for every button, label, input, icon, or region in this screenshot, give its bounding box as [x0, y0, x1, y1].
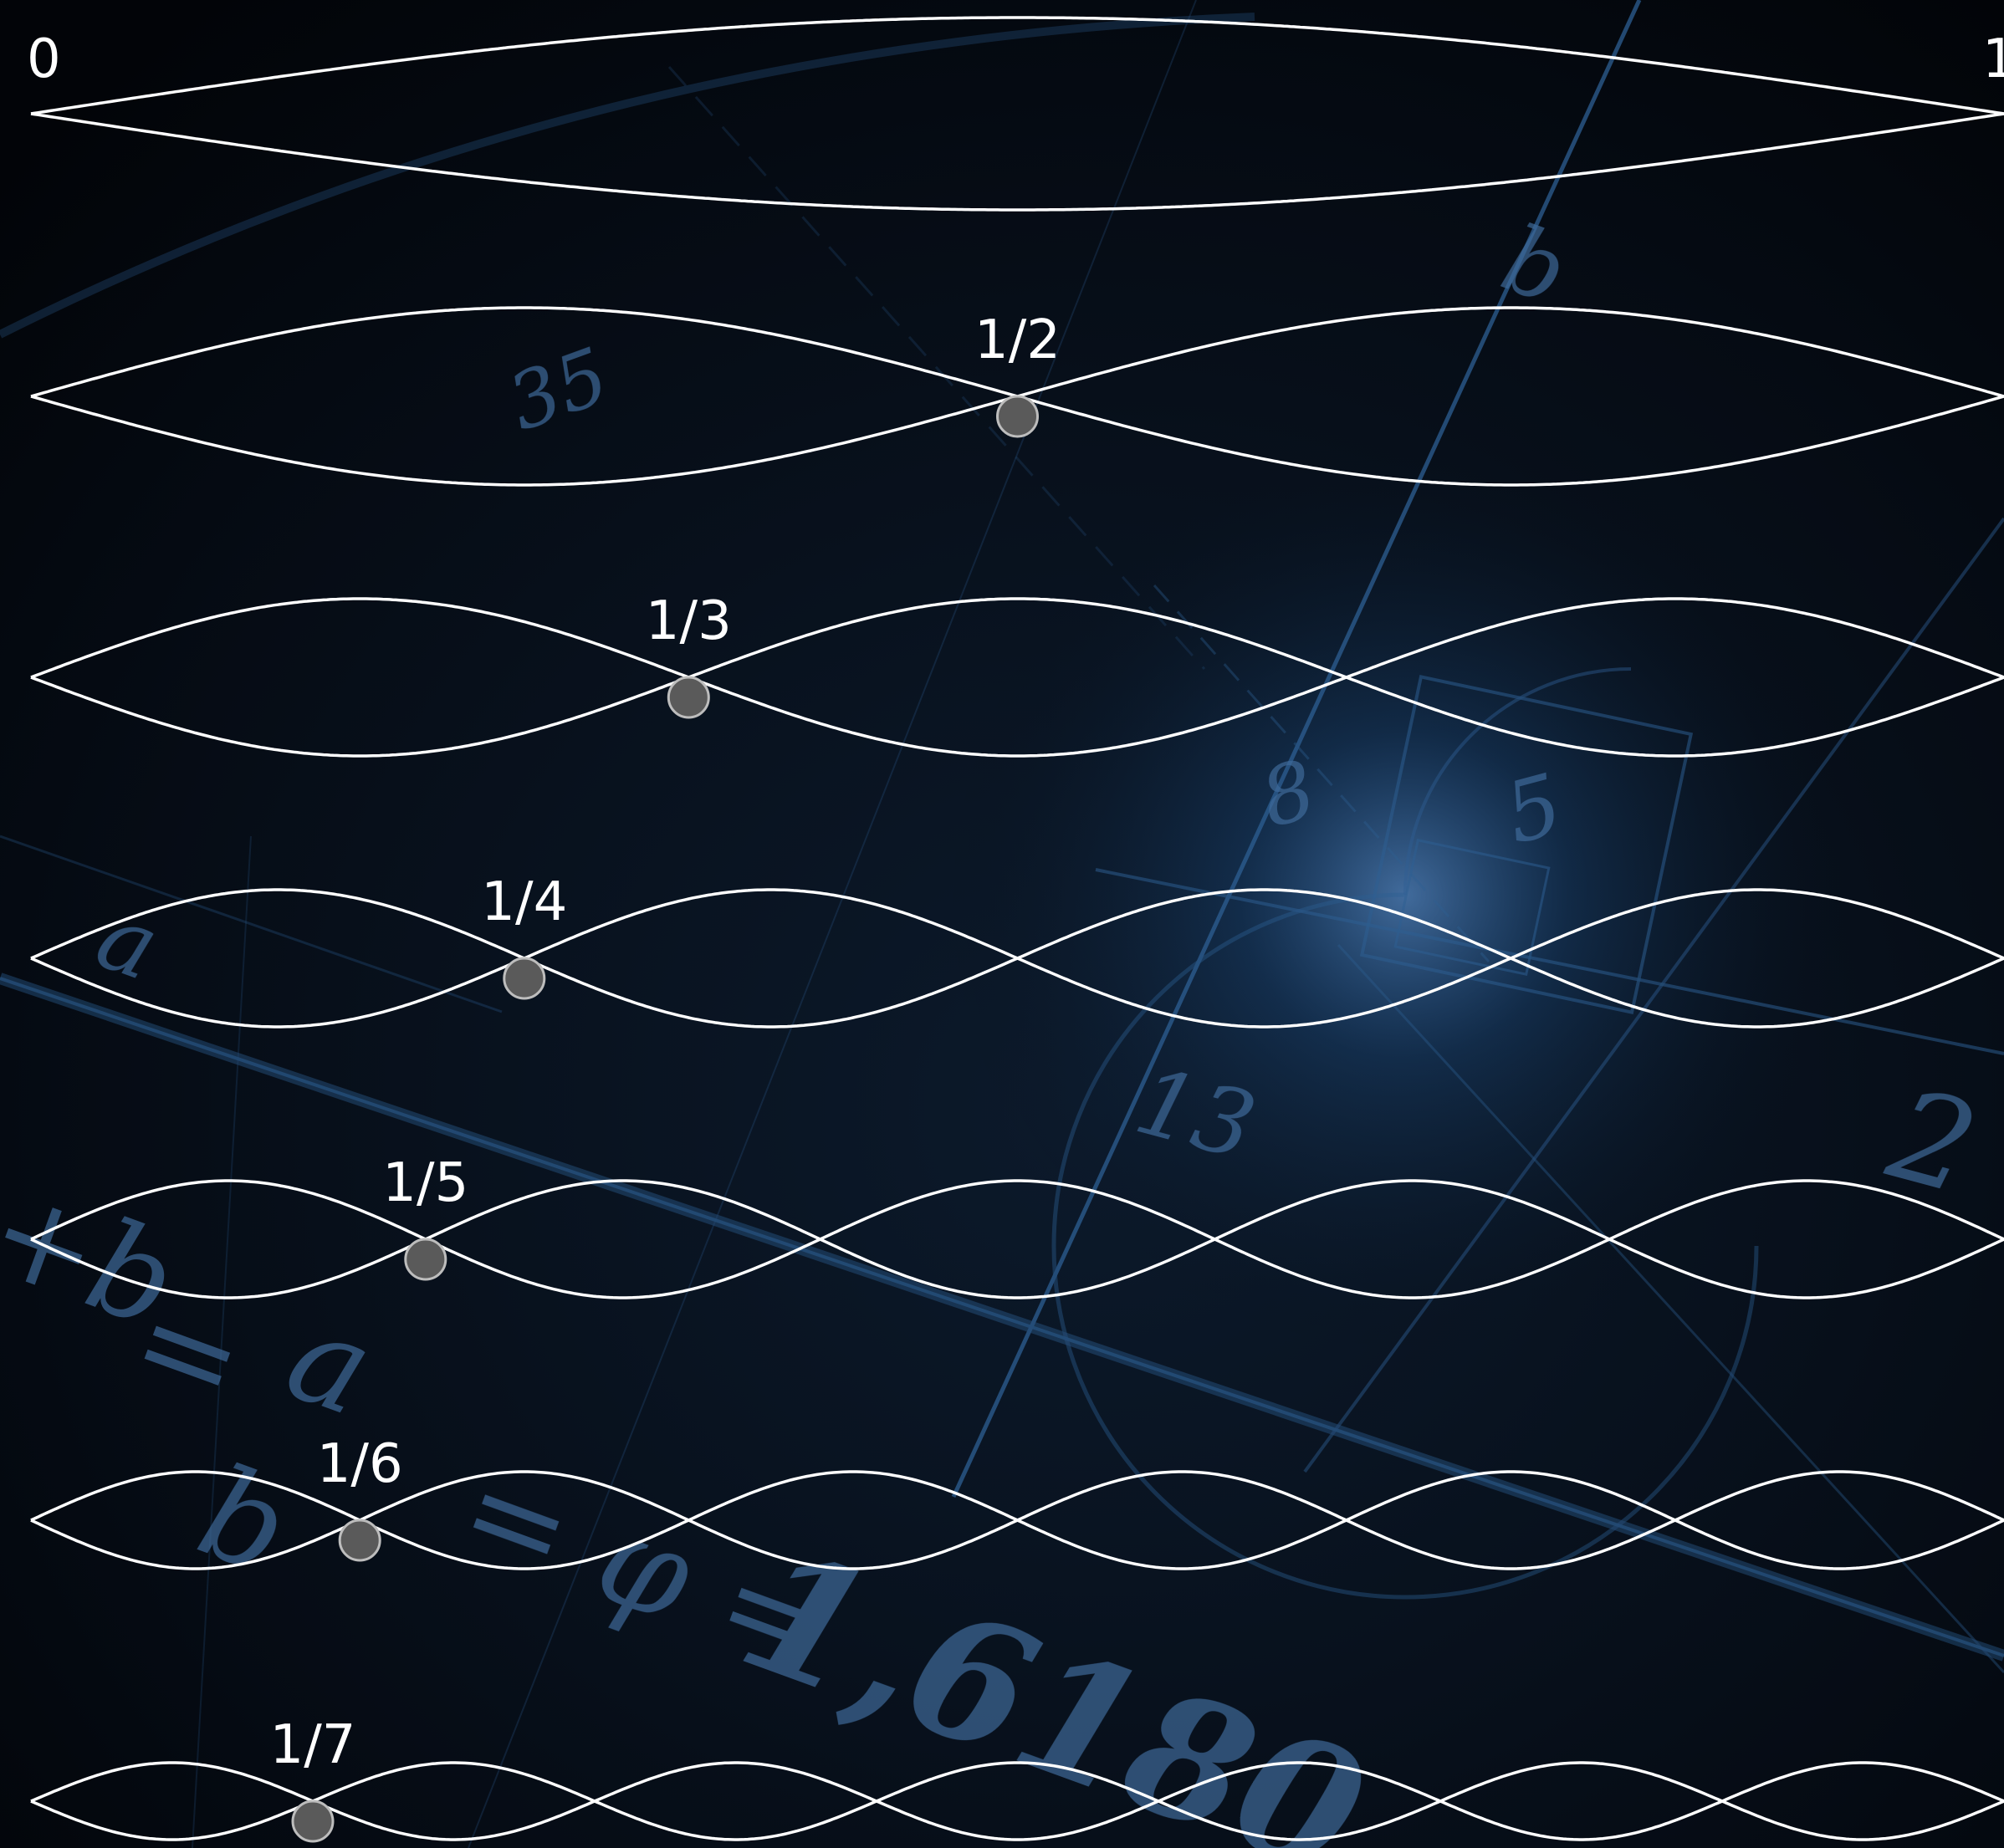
end-label-zero: 0 [27, 28, 61, 90]
node-label-4: 1/4 [481, 871, 567, 933]
node-label-7: 1/7 [270, 1714, 356, 1776]
node-marker-5 [404, 1238, 447, 1281]
harmonic-1-upper-curve [30, 16, 2004, 115]
harmonic-1-lower-curve [30, 112, 2004, 212]
harmonic-5-lower-curve [30, 1179, 2004, 1299]
standing-waves: 1/2 1/3 1/4 1/5 1/6 1/7 [30, 16, 2004, 1843]
harmonic-5-upper-curve [30, 1179, 2004, 1299]
node-marker-3 [667, 676, 710, 719]
node-label-3: 1/3 [646, 590, 732, 652]
node-marker-2 [996, 395, 1039, 438]
node-marker-6 [338, 1519, 381, 1562]
node-label-2: 1/2 [974, 309, 1061, 371]
harmonic-7-lower-curve [30, 1761, 2004, 1841]
harmonic-7-upper-curve [30, 1761, 2004, 1841]
node-marker-4 [503, 957, 546, 1000]
end-label-one: 1 [1982, 28, 2004, 90]
harmonic-4-lower-curve [30, 888, 2004, 1029]
node-marker-7 [291, 1800, 335, 1843]
harmonic-3-upper-curve [30, 597, 2004, 758]
node-label-5: 1/5 [382, 1152, 468, 1214]
node-label-6: 1/6 [317, 1433, 403, 1495]
harmonic-3-lower-curve [30, 597, 2004, 758]
